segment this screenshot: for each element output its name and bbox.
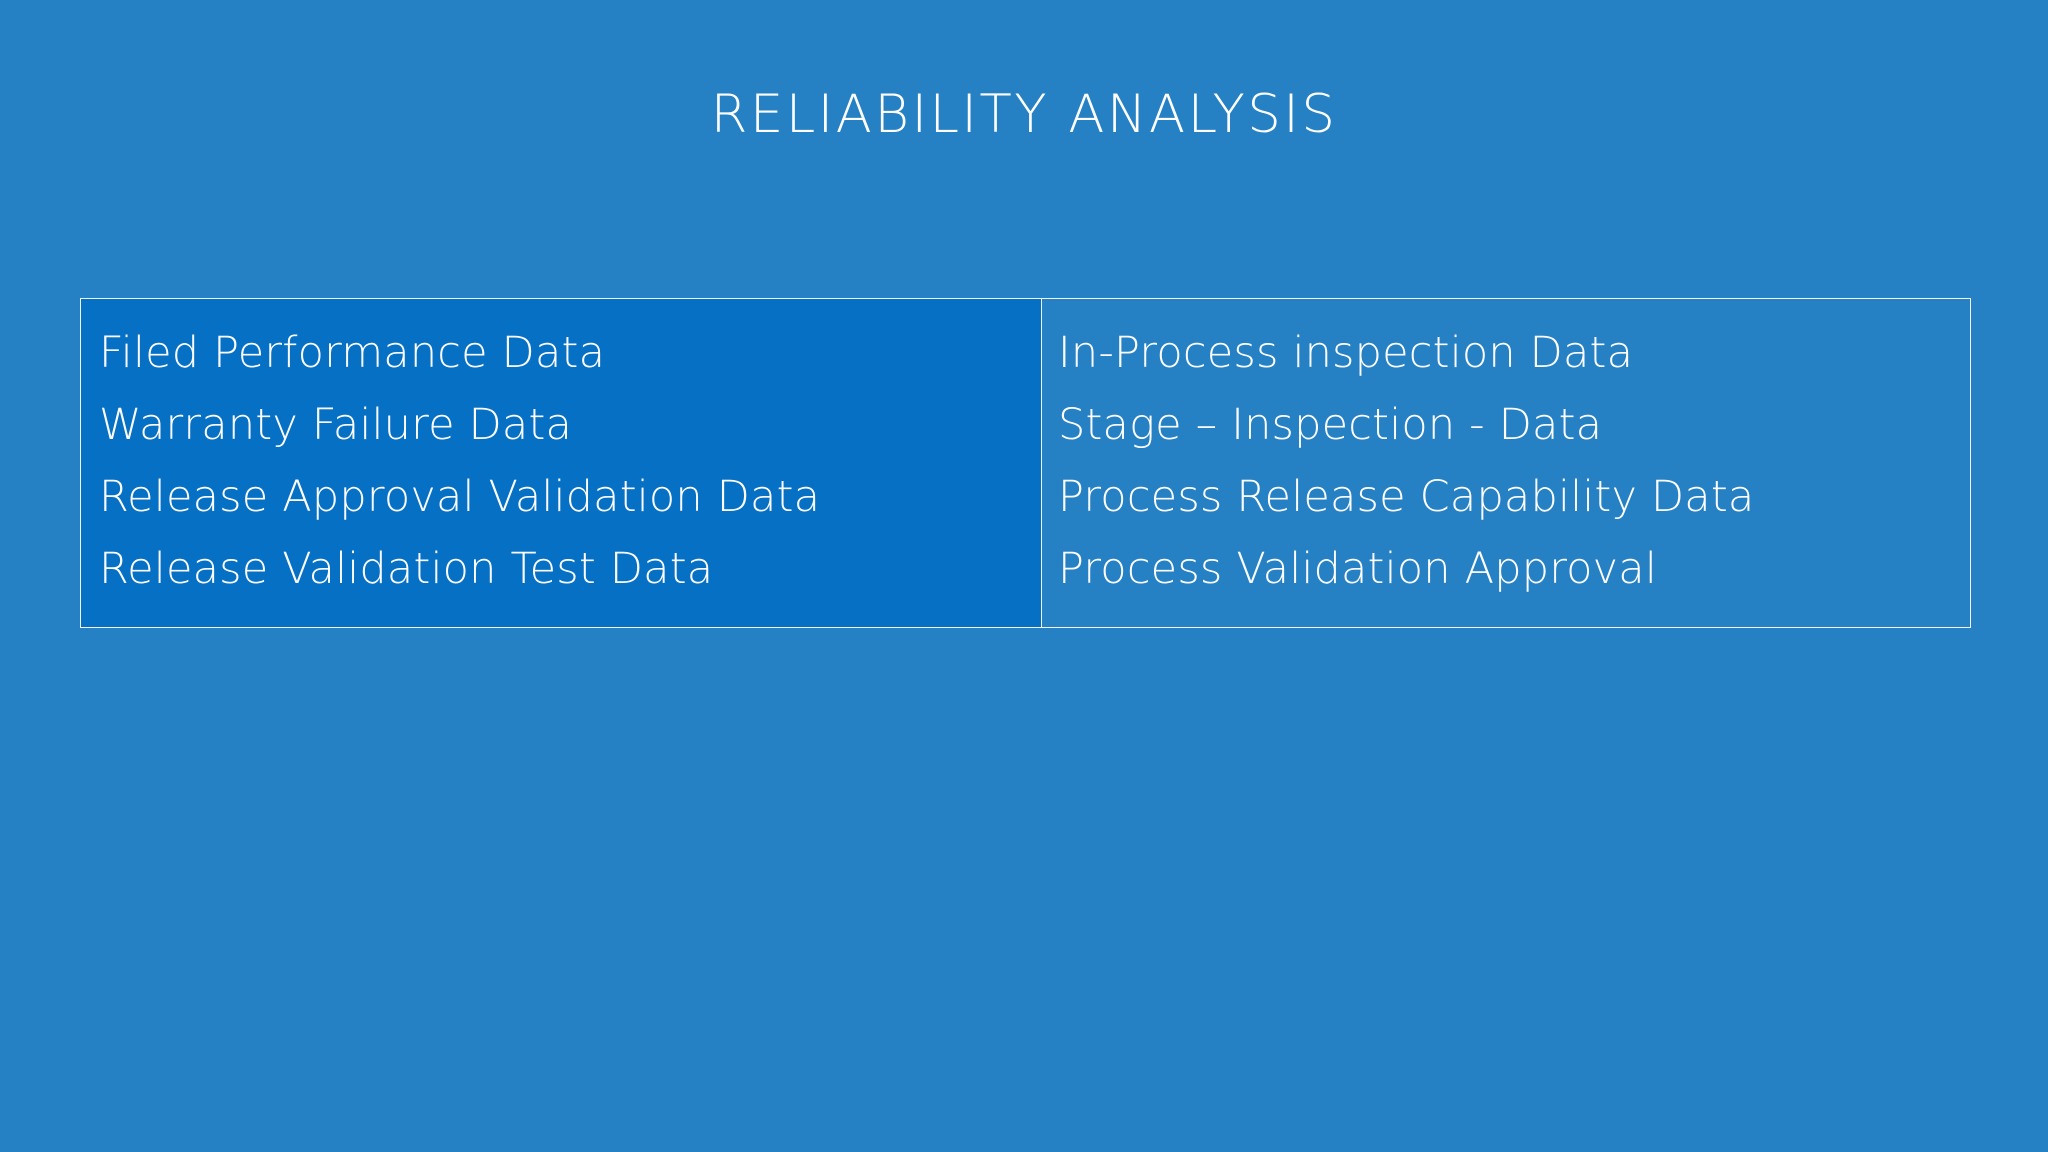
list-item-process-validation-approval: Process Validation Approval [1058, 544, 1657, 594]
process-reliability-data-list: In-Process inspection Data Stage – Inspe… [1042, 317, 1970, 605]
page-title: RELIABILITY ANALYSIS [710, 84, 1338, 145]
list-item-in-process-inspection-data: In-Process inspection Data [1058, 328, 1634, 378]
list-item-stage-inspection-data: Stage – Inspection - Data [1058, 400, 1603, 450]
list-item-release-validation-test-data: Release Validation Test Data [99, 544, 714, 594]
list-item-filed-performance-data: Filed Performance Data [99, 328, 606, 378]
table-cell-process-reliability-data[interactable]: In-Process inspection Data Stage – Inspe… [1041, 298, 1971, 628]
list-item-warranty-failure-data: Warranty Failure Data [99, 400, 573, 450]
table-row: Filed Performance Data Warranty Failure … [80, 298, 1971, 628]
table-cell-design-reliability-data[interactable]: Filed Performance Data Warranty Failure … [80, 298, 1042, 628]
list-item-release-approval-validation-data: Release Approval Validation Data [99, 472, 821, 522]
reliability-data-table: Filed Performance Data Warranty Failure … [80, 298, 1971, 628]
list-item-process-release-capability-data: Process Release Capability Data [1058, 472, 1755, 522]
design-reliability-data-list: Filed Performance Data Warranty Failure … [81, 317, 1041, 605]
